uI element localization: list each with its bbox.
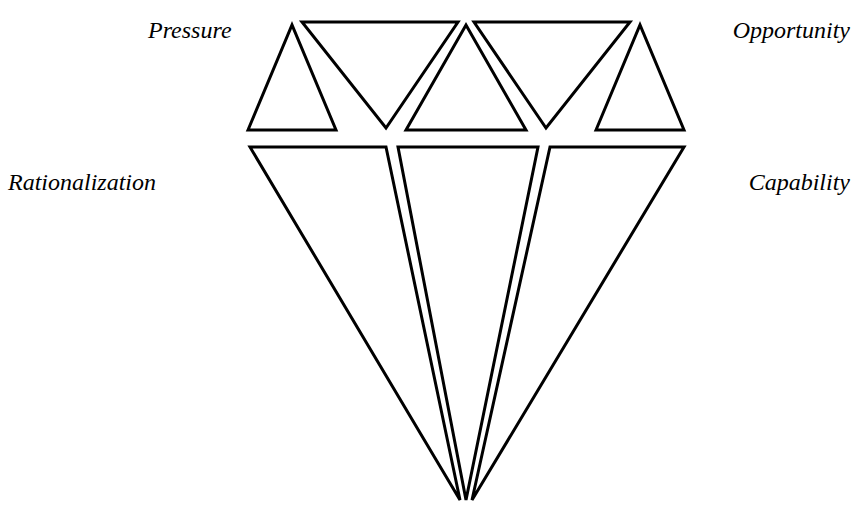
factor-label: Capability [749, 169, 850, 195]
upper-triangle [596, 25, 684, 130]
factor-label: Rationalization [8, 169, 156, 195]
factor-label: Opportunity [733, 17, 850, 43]
factor-label: Pressure [148, 17, 232, 43]
lower-facet [472, 147, 684, 500]
